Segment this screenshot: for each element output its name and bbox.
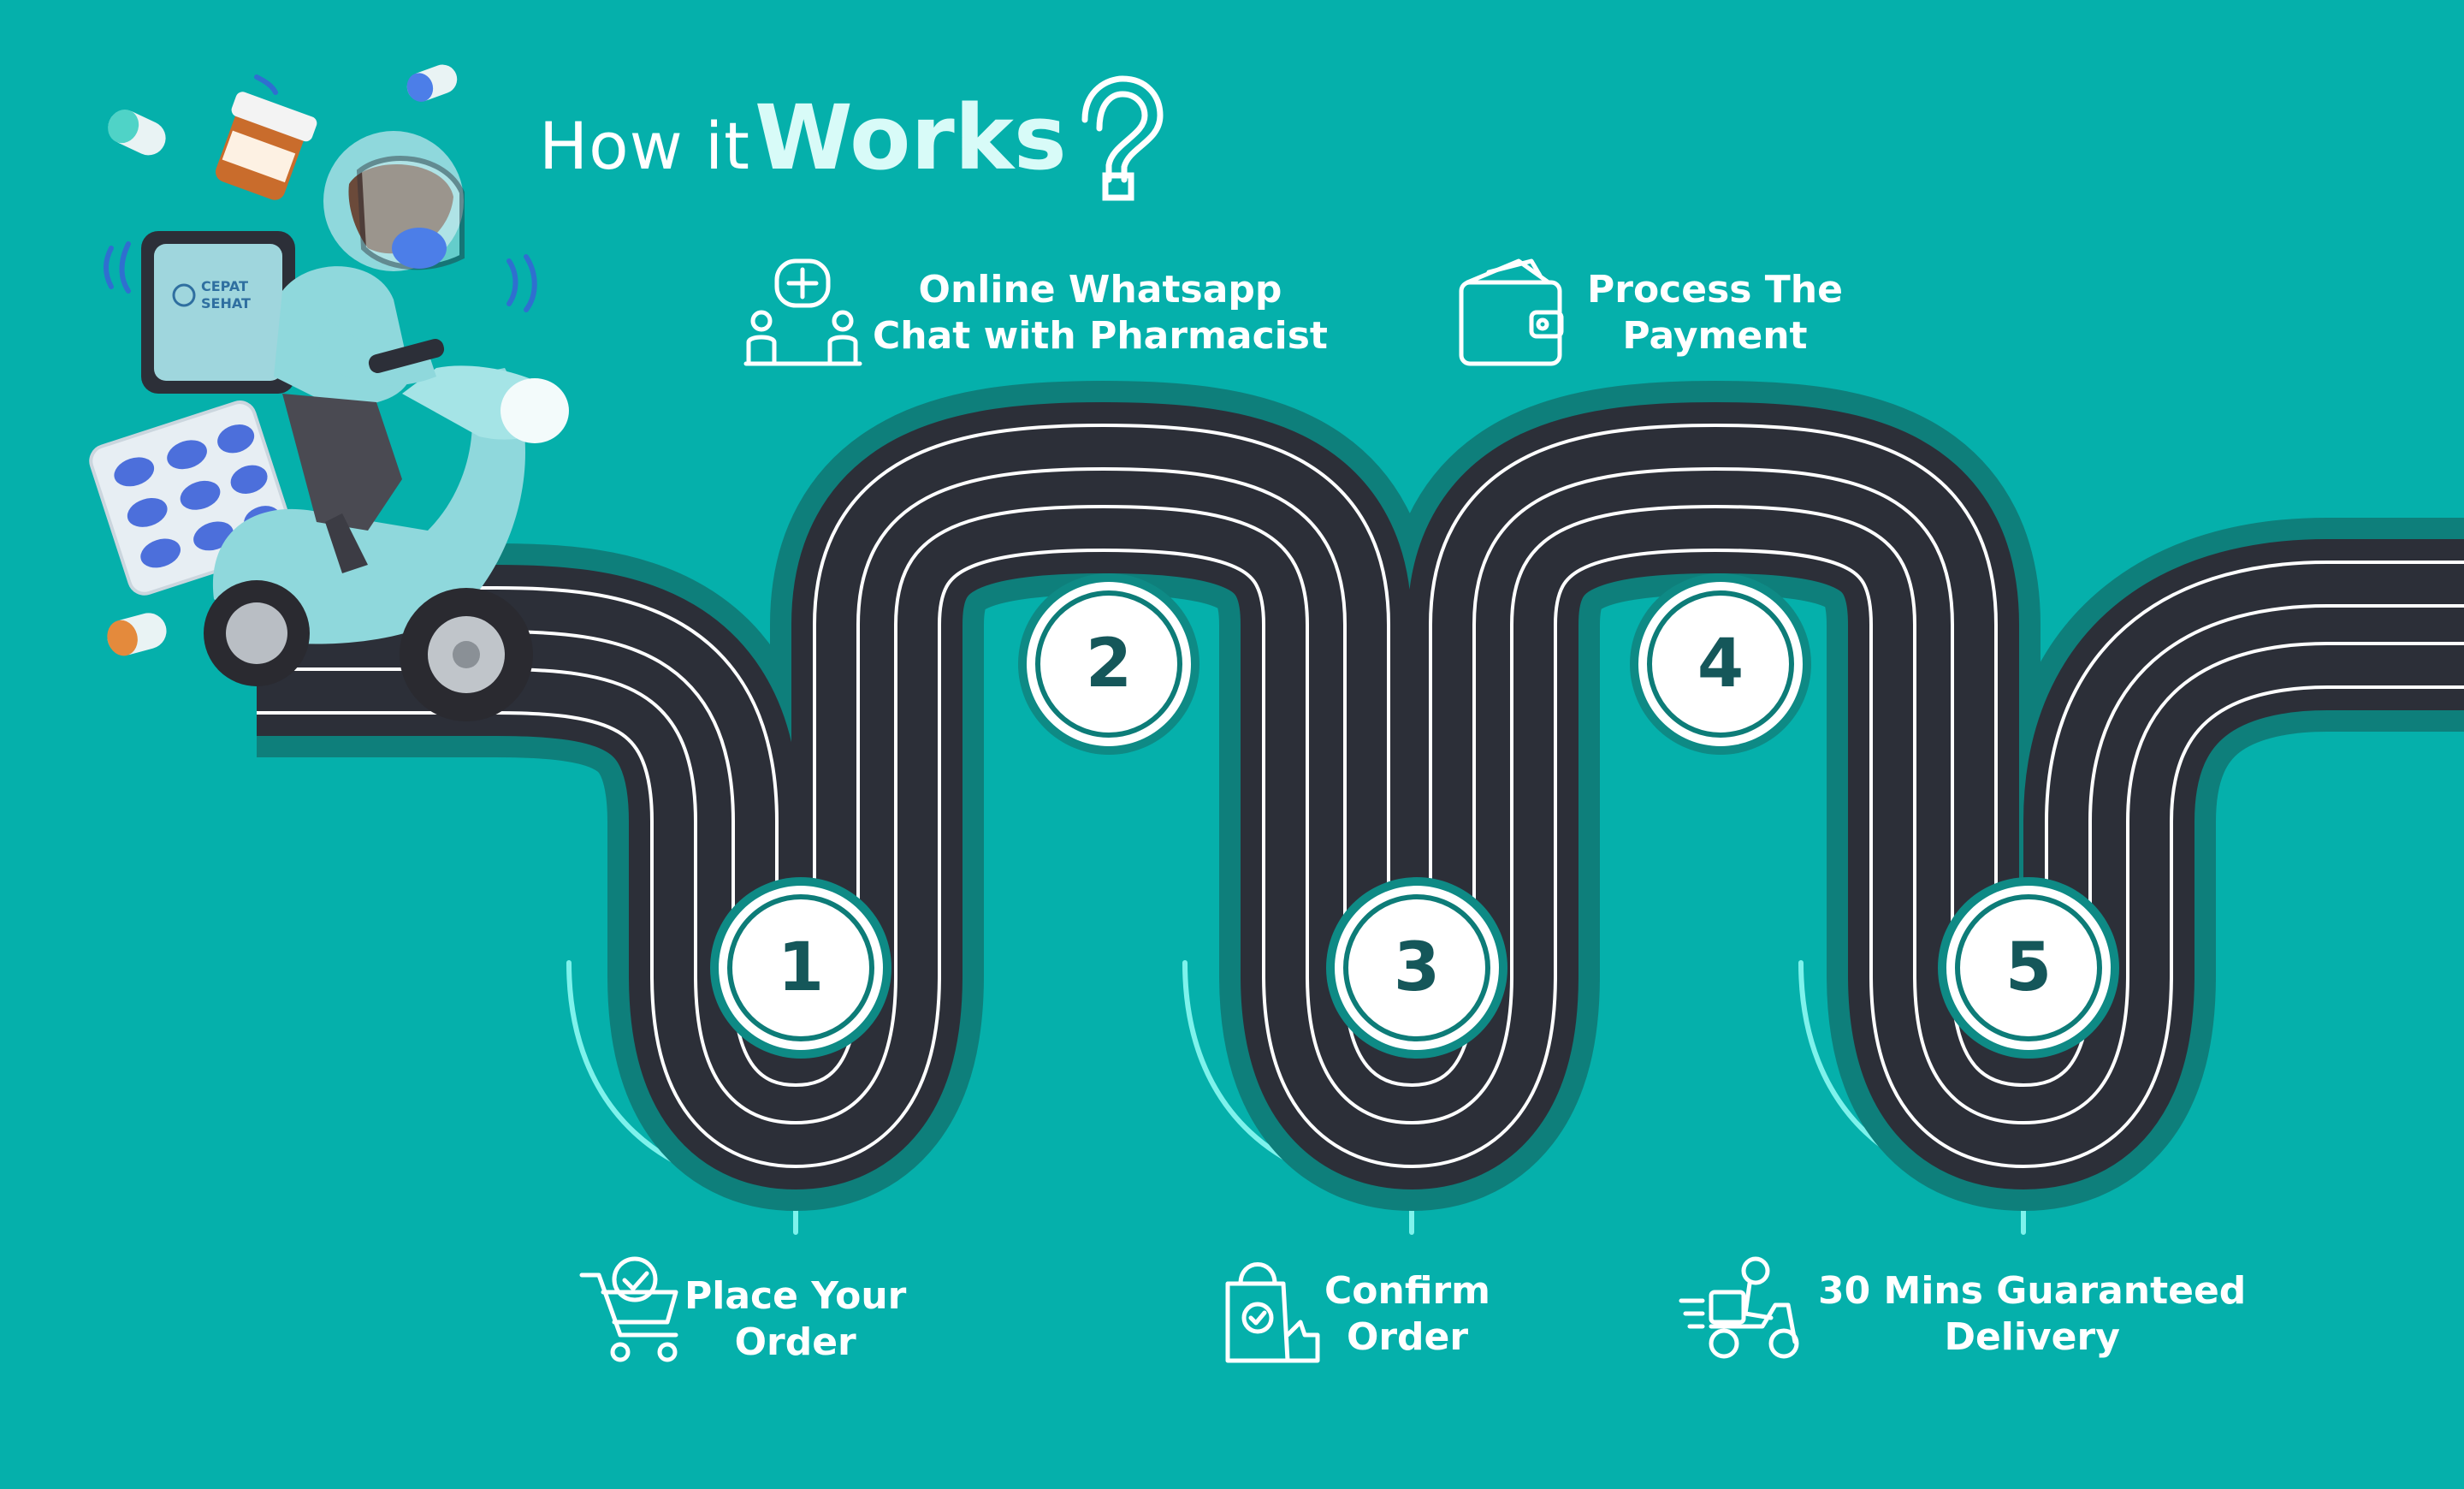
page-title: How it Works — [539, 86, 1067, 190]
title-emphasis: Works — [754, 86, 1067, 190]
step-5-number: 5 — [1955, 894, 2102, 1041]
title-prefix: How it — [539, 108, 750, 184]
step-5-line2: Delivery — [1944, 1315, 2120, 1359]
step-3-number: 3 — [1343, 894, 1490, 1041]
shopping-bag-thumbs-up-icon — [1225, 1262, 1320, 1363]
step-1-label: Place Your Order — [684, 1273, 906, 1366]
step-1-line2: Order — [734, 1320, 856, 1364]
step-3-label: Confirm Order — [1324, 1268, 1490, 1361]
delivery-scooter-icon — [1679, 1256, 1799, 1359]
step-2-line1: Online Whatsapp — [918, 268, 1282, 311]
brand-logo: CEPAT SEHAT — [172, 278, 251, 311]
brand-line1: CEPAT — [201, 278, 248, 294]
brand-line2: SEHAT — [201, 295, 251, 311]
step-2-line2: Chat with Pharmacist — [873, 314, 1328, 358]
step-3-line2: Order — [1346, 1315, 1469, 1359]
wallet-icon — [1459, 258, 1564, 366]
floating-pills — [107, 64, 458, 656]
step-4-number: 4 — [1647, 590, 1794, 738]
shopping-cart-icon — [579, 1256, 678, 1362]
step-4-line1: Process The — [1587, 268, 1843, 311]
step-1-number: 1 — [727, 894, 874, 1041]
step-2-label: Online Whatsapp Chat with Pharmacist — [873, 267, 1328, 359]
step-4-line2: Payment — [1622, 314, 1808, 358]
step-3-line1: Confirm — [1324, 1269, 1491, 1313]
question-mark-icon — [1081, 75, 1164, 201]
step-5-line1: 30 Mins Guaranteed — [1818, 1269, 2247, 1313]
pharmacist-chat-icon — [743, 258, 862, 366]
step-2-number: 2 — [1035, 590, 1182, 738]
step-4-label: Process The Payment — [1587, 267, 1843, 359]
scooter-rider-illustration — [89, 64, 569, 721]
step-1-line1: Place Your — [684, 1274, 907, 1318]
step-5-label: 30 Mins Guaranteed Delivery — [1818, 1268, 2246, 1361]
